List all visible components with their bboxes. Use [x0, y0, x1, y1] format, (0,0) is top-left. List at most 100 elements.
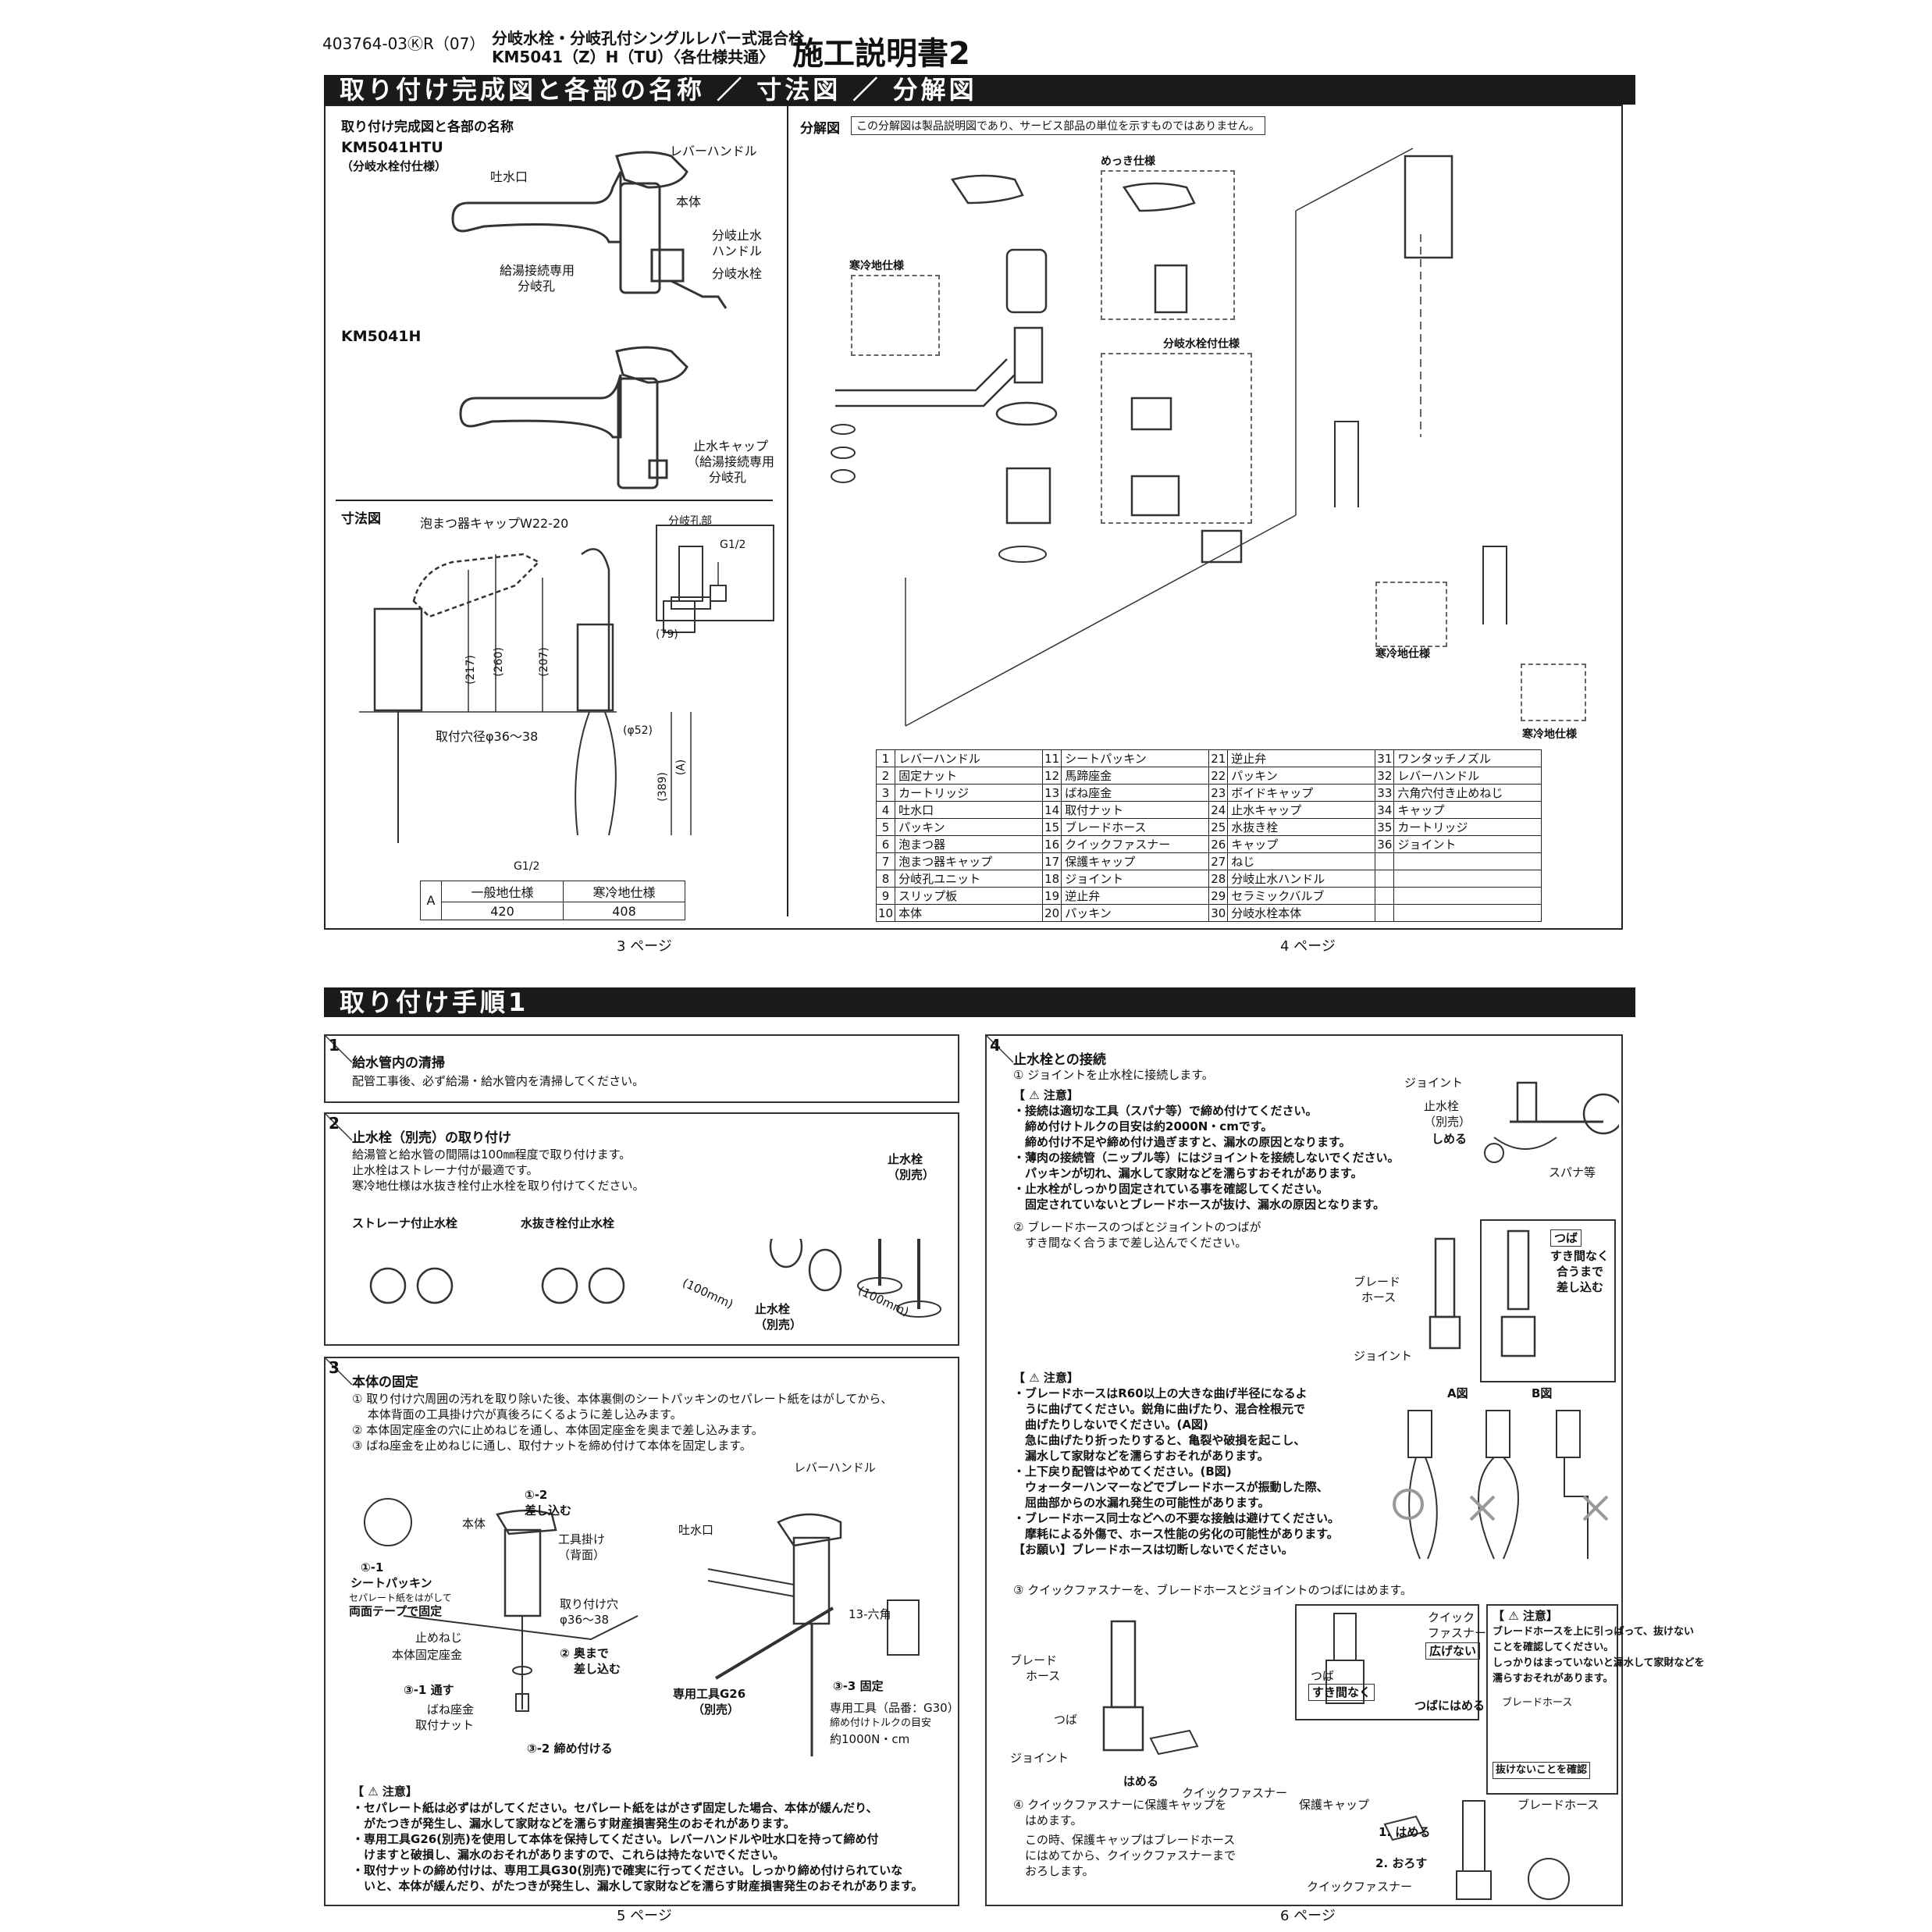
step3-line2: 本体背面の工具掛け穴が真後ろにくるように差し込みます。	[352, 1407, 682, 1421]
s4c-fit: はめる	[1123, 1774, 1159, 1788]
label-branch-stop: 分岐止水	[712, 228, 763, 243]
model1-sub: （分岐水栓付仕様）	[341, 159, 447, 173]
dim-g12-bottom: G1/2	[514, 860, 540, 873]
s4b-no-gap: すき間なく	[1550, 1249, 1610, 1263]
fig-a-label: A図	[1447, 1386, 1468, 1400]
s3-caution-head: 【 ⚠ 注意】	[352, 1784, 418, 1799]
part-name: クイックファスナー	[1061, 835, 1210, 853]
s4-c1-1: 締め付けトルクの目安は約2000N・cmです。	[1013, 1119, 1273, 1133]
s4-c2-1: うに曲げてください。鋭角に曲げたり、混合栓根元で	[1013, 1402, 1305, 1416]
s4c-quick: クイック	[1428, 1610, 1475, 1624]
part-name: 水抜き栓	[1227, 818, 1376, 836]
part-number: 30	[1208, 904, 1229, 922]
label-valve-bottom: 止水栓	[755, 1302, 791, 1316]
step2-diag	[326, 1114, 352, 1140]
s3-caution-3: ・専用工具G26(別売)を使用して本体を保持してください。レバーハンドルや吐水口…	[352, 1832, 879, 1846]
part-name: 保護キャップ	[1061, 852, 1210, 870]
part-number: 4	[875, 801, 896, 819]
part-name	[1393, 904, 1542, 922]
step3-box: 3 本体の固定 ① 取り付け穴周囲の汚れを取り除いた後、本体裏側のシートパッキン…	[324, 1357, 959, 1906]
part-number: 5	[875, 818, 896, 836]
part-name: 泡まつ器	[895, 835, 1044, 853]
s4b-until: 合うまで	[1557, 1265, 1604, 1279]
s4-caution1-head: 【 ⚠ 注意】	[1013, 1088, 1079, 1102]
s4-c3-1: ことを確認してください。	[1493, 1642, 1614, 1653]
dim-a: (A)	[674, 759, 688, 776]
s4c-dont-spread: 広げない	[1425, 1642, 1481, 1660]
page-6: 6 ページ	[1280, 1908, 1336, 1924]
branch-group-box	[1101, 353, 1252, 524]
s3-label-insert: 差し込む	[525, 1503, 572, 1517]
step2-box: 2 止水栓（別売）の取り付け 給湯管と給水管の間隔は100㎜程度で取り付けます。…	[324, 1112, 959, 1346]
s3-label-back: （背面）	[558, 1548, 606, 1562]
s4-line4-3: にはめてから、クイックファスナーまで	[1013, 1848, 1236, 1863]
part-number: 8	[875, 870, 896, 888]
s3-label-1-2: ①-2	[525, 1488, 548, 1502]
s4-c2-9: 摩耗による外傷で、ホース性能の劣化の可能性があります。	[1013, 1527, 1339, 1541]
part-number: 35	[1375, 818, 1395, 836]
product-line2: KM5041（Z）H（TU）〈各仕様共通〉	[492, 48, 775, 66]
s4a-tighten: しめる	[1432, 1132, 1468, 1146]
step1-diag	[326, 1036, 352, 1062]
label-handle: ハンドル	[712, 244, 763, 258]
s4-c1-3: ・薄肉の接続管（ニップル等）にはジョイントを接続しないでください。	[1013, 1151, 1400, 1165]
s3-label-tool-g30: 専用工具（品番：G30）	[830, 1701, 959, 1715]
s3-caution-4: けますと破損し、漏水のおそれがありますので、これらは持たないでください。	[352, 1848, 785, 1862]
part-number: 1	[875, 749, 896, 767]
model1-name: KM5041HTU	[341, 139, 443, 156]
part-name: レバーハンドル	[1393, 767, 1542, 785]
s4-line2a: ② ブレードホースのつばとジョイントのつばが	[1013, 1220, 1261, 1234]
dim-table-val-cold: 408	[563, 902, 685, 920]
cold-group3-box	[1521, 664, 1586, 721]
s4-drawing-hose-bends	[1393, 1410, 1609, 1560]
section1-title-bar: 取り付け完成図と各部の名称 ／ 寸法図 ／ 分解図	[324, 75, 1635, 105]
part-name: シートパッキン	[1061, 749, 1210, 767]
step2-drawing	[369, 1239, 941, 1318]
s4a-valve: 止水栓	[1424, 1099, 1460, 1113]
s4-c2-4: 漏水して家財などを濡らすおそれがあります。	[1013, 1449, 1269, 1463]
s4b-hose: ホース	[1361, 1290, 1397, 1304]
s4-c3-3: 濡らすおそれがあります。	[1493, 1673, 1614, 1685]
part-number: 18	[1042, 870, 1062, 888]
part-number: 23	[1208, 784, 1229, 802]
plating-group-label: めっき仕様	[1101, 155, 1155, 168]
label-branch-hole: 分岐孔	[518, 279, 556, 294]
dim-heading: 寸法図	[341, 511, 381, 527]
dim-hole: 取付穴径φ36～38	[436, 729, 539, 744]
s4c-joint: ジョイント	[1010, 1751, 1069, 1765]
s4c-fastener: クイックファスナー	[1182, 1786, 1288, 1800]
step1-box: 1 給水管内の清掃 配管工事後、必ず給湯・給水管内を清掃してください。	[324, 1034, 959, 1103]
completed-view-heading: 取り付け完成図と各部の名称	[341, 119, 514, 135]
cold-group2-label: 寒冷地仕様	[1375, 648, 1430, 660]
s4a-spanner: スパナ等	[1549, 1165, 1596, 1179]
doc-code: 403764-03ⓀR（07）	[322, 34, 486, 53]
s4-c1-5: ・止水栓がしっかり固定されている事を確認してください。	[1013, 1182, 1329, 1196]
s4-drawing-a	[1484, 1081, 1619, 1163]
part-name: ボイドキャップ	[1227, 784, 1376, 802]
cold-group3-label: 寒冷地仕様	[1522, 728, 1577, 741]
product-line1: 分岐水栓・分岐孔付シングルレバー式混合栓	[492, 29, 804, 48]
label-hot-port: 給湯接続専用	[500, 263, 575, 278]
part-name	[1393, 887, 1542, 905]
step2-line1: 給湯管と給水管の間隔は100㎜程度で取り付けます。	[352, 1147, 632, 1162]
step2-line3: 寒冷地仕様は水抜き栓付止水栓を取り付けてください。	[352, 1179, 645, 1193]
s3-label-seat-packing: シートパッキン	[350, 1576, 432, 1590]
s4e-cap: 保護キャップ	[1299, 1798, 1370, 1812]
exploded-view-drawing	[831, 148, 1507, 727]
page-5: 5 ページ	[617, 1908, 672, 1924]
s3-label-fix-washer: 本体固定座金	[392, 1648, 463, 1662]
part-number: 21	[1208, 749, 1229, 767]
s4-c1-0: ・接続は適切な工具（スパナ等）で締め付けてください。	[1013, 1104, 1318, 1118]
part-number	[1375, 887, 1395, 905]
step2-num: 2	[329, 1114, 340, 1133]
section1-divider	[787, 105, 788, 916]
s4-caution2-head: 【 ⚠ 注意】	[1013, 1371, 1079, 1385]
part-name: ジョイント	[1393, 835, 1542, 853]
dim-79: (79)	[656, 628, 678, 641]
